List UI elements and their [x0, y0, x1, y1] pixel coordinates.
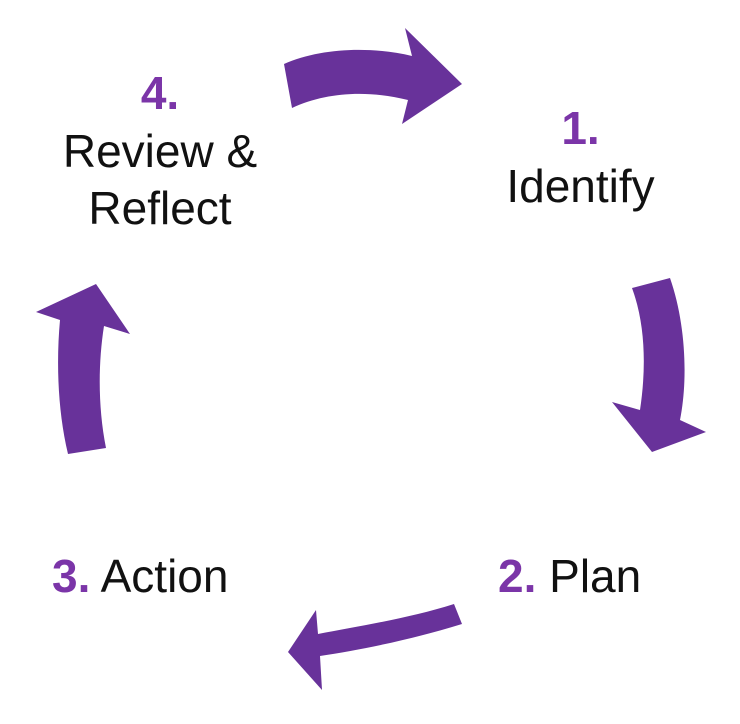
- step-review-reflect: 4. Review & Reflect: [45, 65, 275, 238]
- arrow-identify-to-plan: [612, 278, 706, 452]
- step-plan-number: 2.: [498, 550, 537, 602]
- step-plan-label: Plan: [549, 550, 642, 602]
- arrow-review-to-identify: [284, 28, 462, 124]
- step-review-number: 4.: [140, 67, 180, 119]
- arrow-action-to-review: [36, 284, 130, 454]
- step-review-line-2: Reflect: [88, 182, 232, 234]
- step-identify: 1. Identify: [488, 100, 673, 215]
- arrow-plan-to-action: [288, 604, 462, 690]
- step-identify-label: Identify: [506, 159, 655, 212]
- step-plan: 2. Plan: [498, 548, 641, 606]
- step-action: 3. Action: [52, 548, 228, 606]
- step-action-number: 3.: [52, 550, 91, 602]
- step-review-line-1: Review &: [62, 124, 258, 177]
- step-identify-number: 1.: [561, 102, 600, 154]
- step-action-label: Action: [100, 550, 229, 602]
